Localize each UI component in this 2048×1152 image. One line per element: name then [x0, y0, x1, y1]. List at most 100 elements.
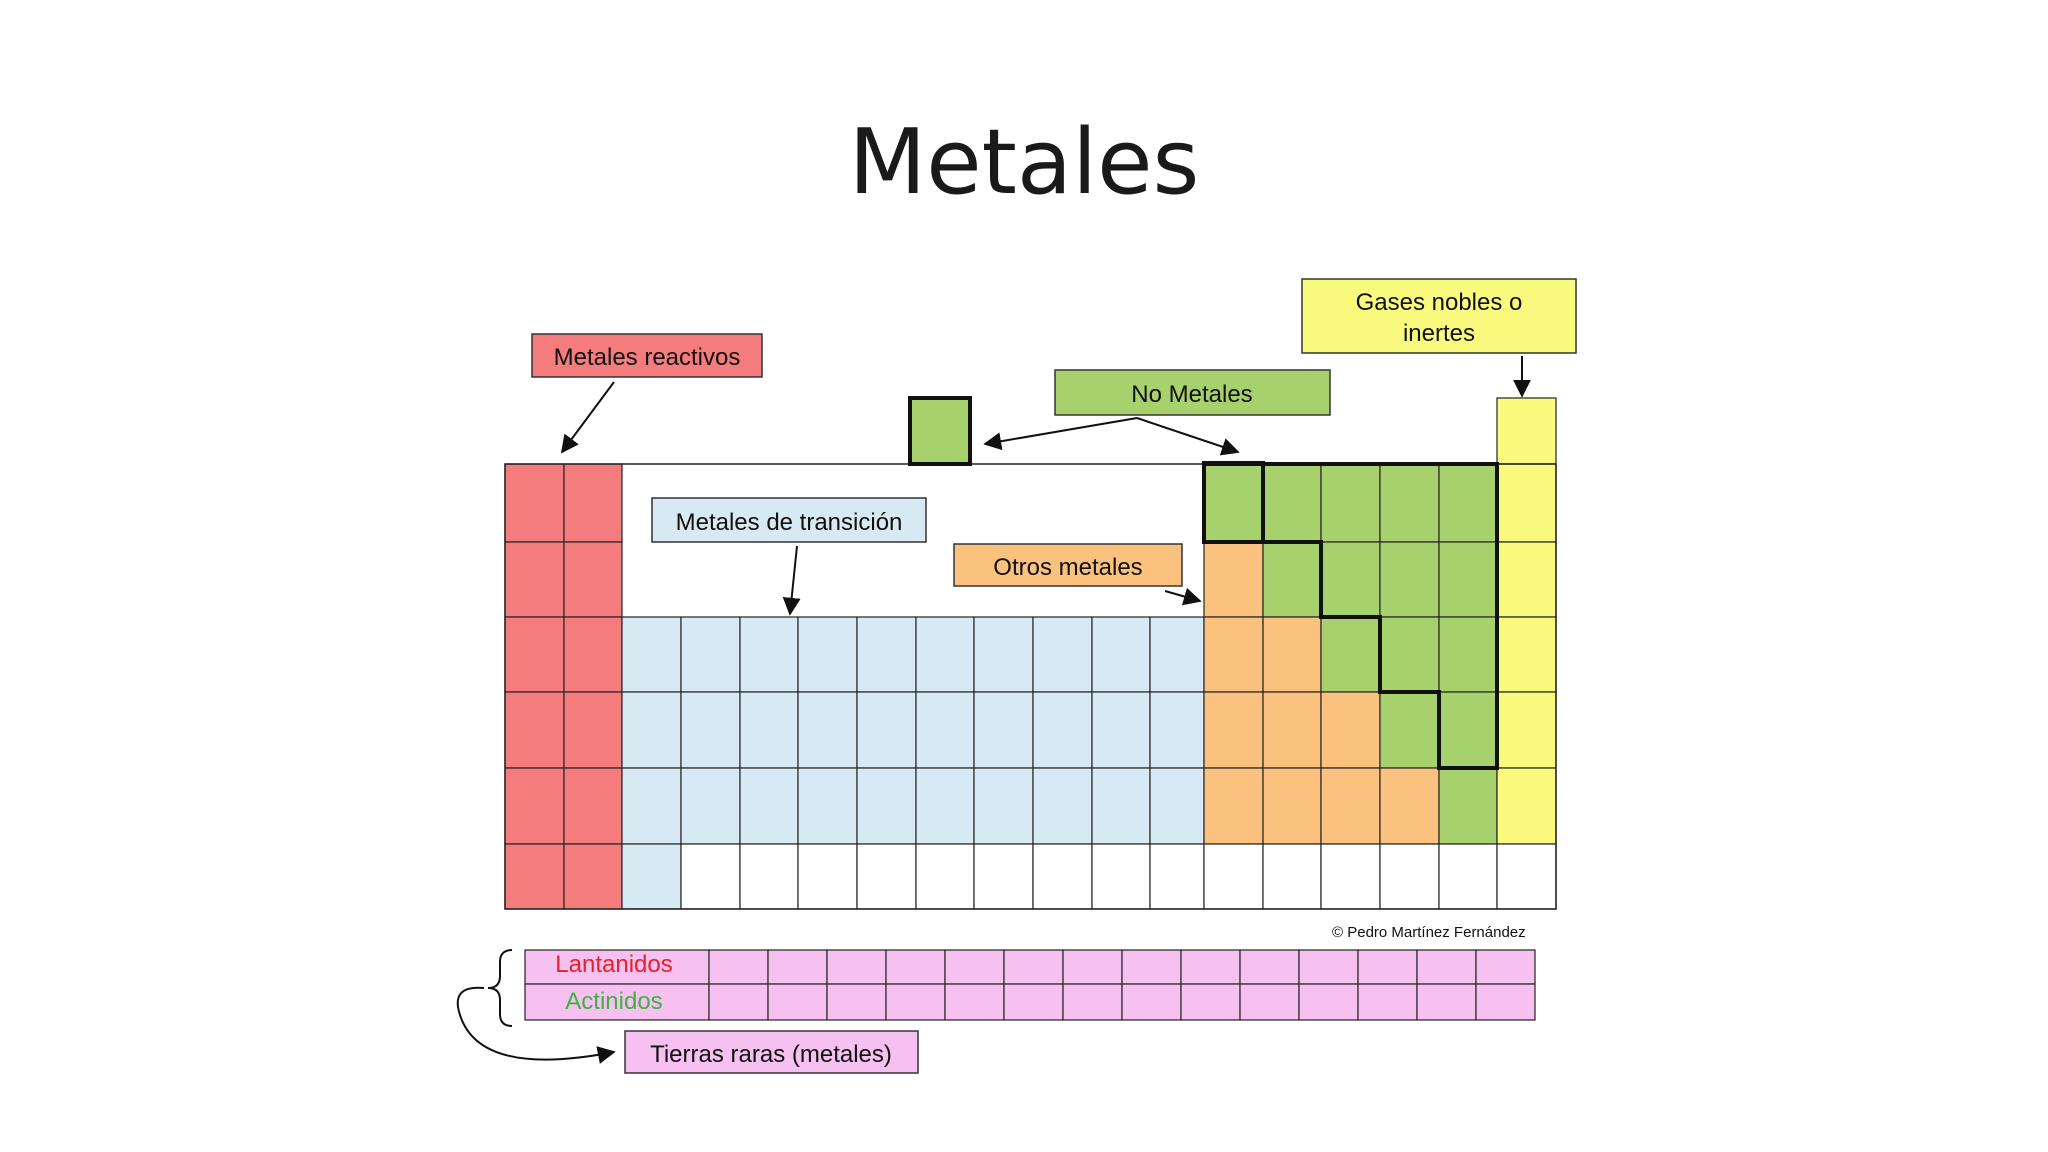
element-cell-transition [1032, 691, 1093, 769]
svg-text:Otros metales: Otros metales [993, 554, 1142, 581]
element-cell-transition [621, 843, 682, 910]
f-block-cell [1239, 983, 1300, 1021]
element-cell-nonmetal [1438, 616, 1498, 693]
element-cell-transition [621, 691, 682, 769]
element-cell-other [1262, 767, 1322, 845]
svg-text:inertes: inertes [1403, 320, 1475, 347]
element-cell-reactive [563, 691, 623, 769]
f-block-cell [944, 949, 1005, 985]
f-block-cell [826, 983, 887, 1021]
lanthanides-label: Lantanidos [555, 951, 672, 978]
element-cell-transition [680, 691, 741, 769]
f-block-cell [1357, 949, 1418, 985]
element-cell-nonmetal [1320, 463, 1381, 543]
nonmetal-border [1202, 461, 1499, 770]
element-cell-empty [1379, 843, 1440, 910]
element-cell-empty [1262, 843, 1322, 910]
element-cell-nonmetal [1262, 463, 1322, 543]
label-reactive-metals: Metales reactivos [531, 333, 763, 378]
element-cell-noble [1496, 616, 1557, 693]
element-cell-empty [1320, 843, 1381, 910]
element-cell-other [1203, 691, 1264, 769]
element-cell-other [1203, 616, 1264, 693]
credit-text: © Pedro Martínez Fernández [1332, 924, 1526, 941]
connector-arrows [456, 356, 1531, 1064]
element-cell-other [1203, 541, 1264, 618]
element-cell-empty [739, 843, 799, 910]
svg-text:Tierras raras (metales): Tierras raras (metales) [650, 1041, 892, 1068]
element-cell-transition [856, 691, 917, 769]
element-cell-transition [1091, 691, 1151, 769]
element-cell-reactive [504, 541, 565, 618]
f-block-cell [1475, 949, 1536, 985]
label-noble-gases: Gases nobles o inertes [1301, 278, 1577, 354]
f-block-cell [1121, 949, 1182, 985]
element-cell-noble [1496, 767, 1557, 845]
f-block-cell [1003, 949, 1064, 985]
element-cell-noble [1496, 691, 1557, 769]
element-cell-nonmetal [1203, 463, 1264, 543]
f-block-cell [767, 983, 828, 1021]
f-block-cell [767, 949, 828, 985]
element-cell-reactive [504, 691, 565, 769]
f-block-cell [826, 949, 887, 985]
main-table-grid [504, 397, 1557, 910]
f-block-cell [1003, 983, 1064, 1021]
element-cell-transition [797, 691, 858, 769]
element-cell-transition [973, 767, 1034, 845]
element-cell-reactive [504, 616, 565, 693]
element-cell-nonmetal [1262, 541, 1322, 618]
f-block-cell [1298, 983, 1359, 1021]
element-cell-transition [1149, 767, 1205, 845]
element-cell-other [1379, 767, 1440, 845]
element-cell-reactive [563, 767, 623, 845]
element-cell-transition [680, 767, 741, 845]
element-cell-transition [973, 691, 1034, 769]
element-cell-transition [1091, 616, 1151, 693]
f-block-cell [708, 949, 769, 985]
table-outline [504, 463, 1557, 910]
actinides-label: Actinidos [565, 988, 662, 1015]
f-block-cell [1180, 949, 1241, 985]
element-cell-nonmetal [1438, 767, 1498, 845]
svg-text:No Metales: No Metales [1131, 381, 1252, 408]
f-block-cell [1298, 949, 1359, 985]
element-cell-reactive [563, 843, 623, 910]
element-cell-transition [856, 767, 917, 845]
f-block-cell [1416, 949, 1477, 985]
element-cell-empty [1032, 843, 1093, 910]
element-cell-transition [621, 616, 682, 693]
svg-text:Metales de transición: Metales de transición [676, 509, 903, 536]
element-cell-transition [915, 767, 975, 845]
f-block-cell [1475, 983, 1536, 1021]
element-cell-transition [739, 691, 799, 769]
element-cell-nonmetal [1320, 616, 1381, 693]
element-cell-empty [1438, 843, 1498, 910]
element-cell-reactive [504, 767, 565, 845]
element-cell-transition [1149, 691, 1205, 769]
element-cell-nonmetal [1379, 616, 1440, 693]
element-cell-transition [797, 767, 858, 845]
element-cell-transition [856, 616, 917, 693]
element-cell-nonmetal [1379, 463, 1440, 543]
element-cell-transition [797, 616, 858, 693]
element-cell-empty [856, 843, 917, 910]
f-block-cell [1239, 949, 1300, 985]
f-block-label-cell [524, 983, 710, 1021]
f-block-cell [1416, 983, 1477, 1021]
element-cell-transition [680, 616, 741, 693]
f-block-cell [1062, 949, 1123, 985]
element-cell-transition [1149, 616, 1205, 693]
f-block-cell [1062, 983, 1123, 1021]
f-block-label-cell [524, 949, 710, 985]
element-cell-empty [1149, 843, 1205, 910]
slide-title: Metales [848, 110, 1200, 215]
element-cell-reactive [563, 616, 623, 693]
element-cell-empty [1496, 843, 1557, 910]
element-cell-nonmetal [1379, 691, 1440, 769]
f-block-cell [708, 983, 769, 1021]
element-cell-transition [1091, 767, 1151, 845]
element-cell-other [1203, 767, 1264, 845]
f-block-cell [1357, 983, 1418, 1021]
